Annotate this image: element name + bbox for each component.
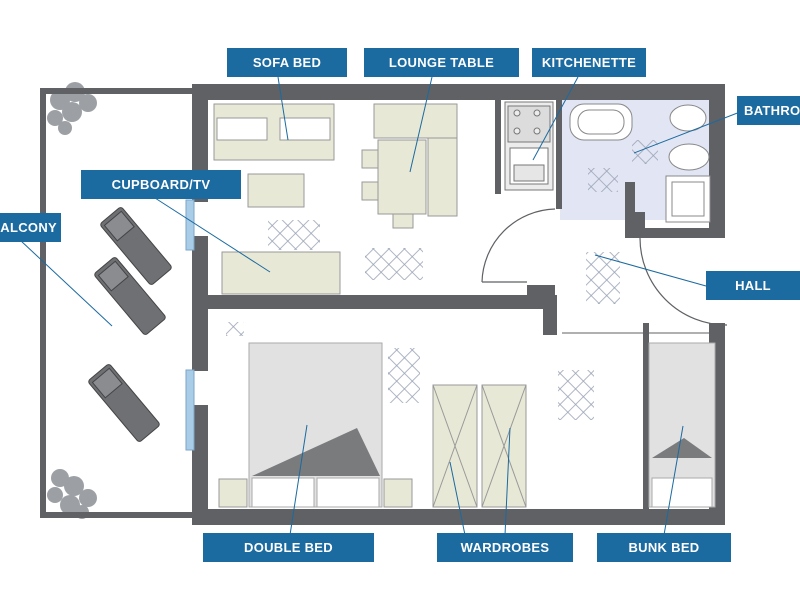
doors	[481, 208, 728, 326]
double-bed	[218, 342, 413, 508]
label-balcony: BALCONY	[0, 213, 61, 242]
label-sofa-bed: SOFA BED	[227, 48, 347, 77]
leader-lines	[19, 76, 741, 536]
label-lounge-table: LOUNGE TABLE	[364, 48, 519, 77]
kitchenette-unit	[504, 101, 554, 191]
window-bedroom	[185, 369, 195, 451]
label-hall: HALL	[706, 271, 800, 300]
plant-top-left	[47, 82, 97, 135]
bunk-bed	[648, 342, 716, 508]
label-cupboard-tv: CUPBOARD/TV	[81, 170, 241, 199]
cupboard-tv	[221, 251, 341, 295]
sofa-bed	[213, 103, 335, 161]
window-lounge	[185, 199, 195, 251]
bathroom-fixtures	[569, 103, 711, 223]
label-kitchenette: KITCHENETTE	[532, 48, 646, 77]
walls	[40, 84, 725, 525]
label-wardrobes: WARDROBES	[437, 533, 573, 562]
label-bathroom: BATHROOM	[737, 96, 800, 125]
sun-loungers	[88, 207, 172, 442]
lounge-table	[361, 103, 458, 229]
plant-bottom-left	[47, 469, 97, 519]
label-double-bed: DOUBLE BED	[203, 533, 374, 562]
coffee-table	[247, 173, 305, 208]
wardrobes-unit	[432, 384, 527, 508]
label-bunk-bed: BUNK BED	[597, 533, 731, 562]
